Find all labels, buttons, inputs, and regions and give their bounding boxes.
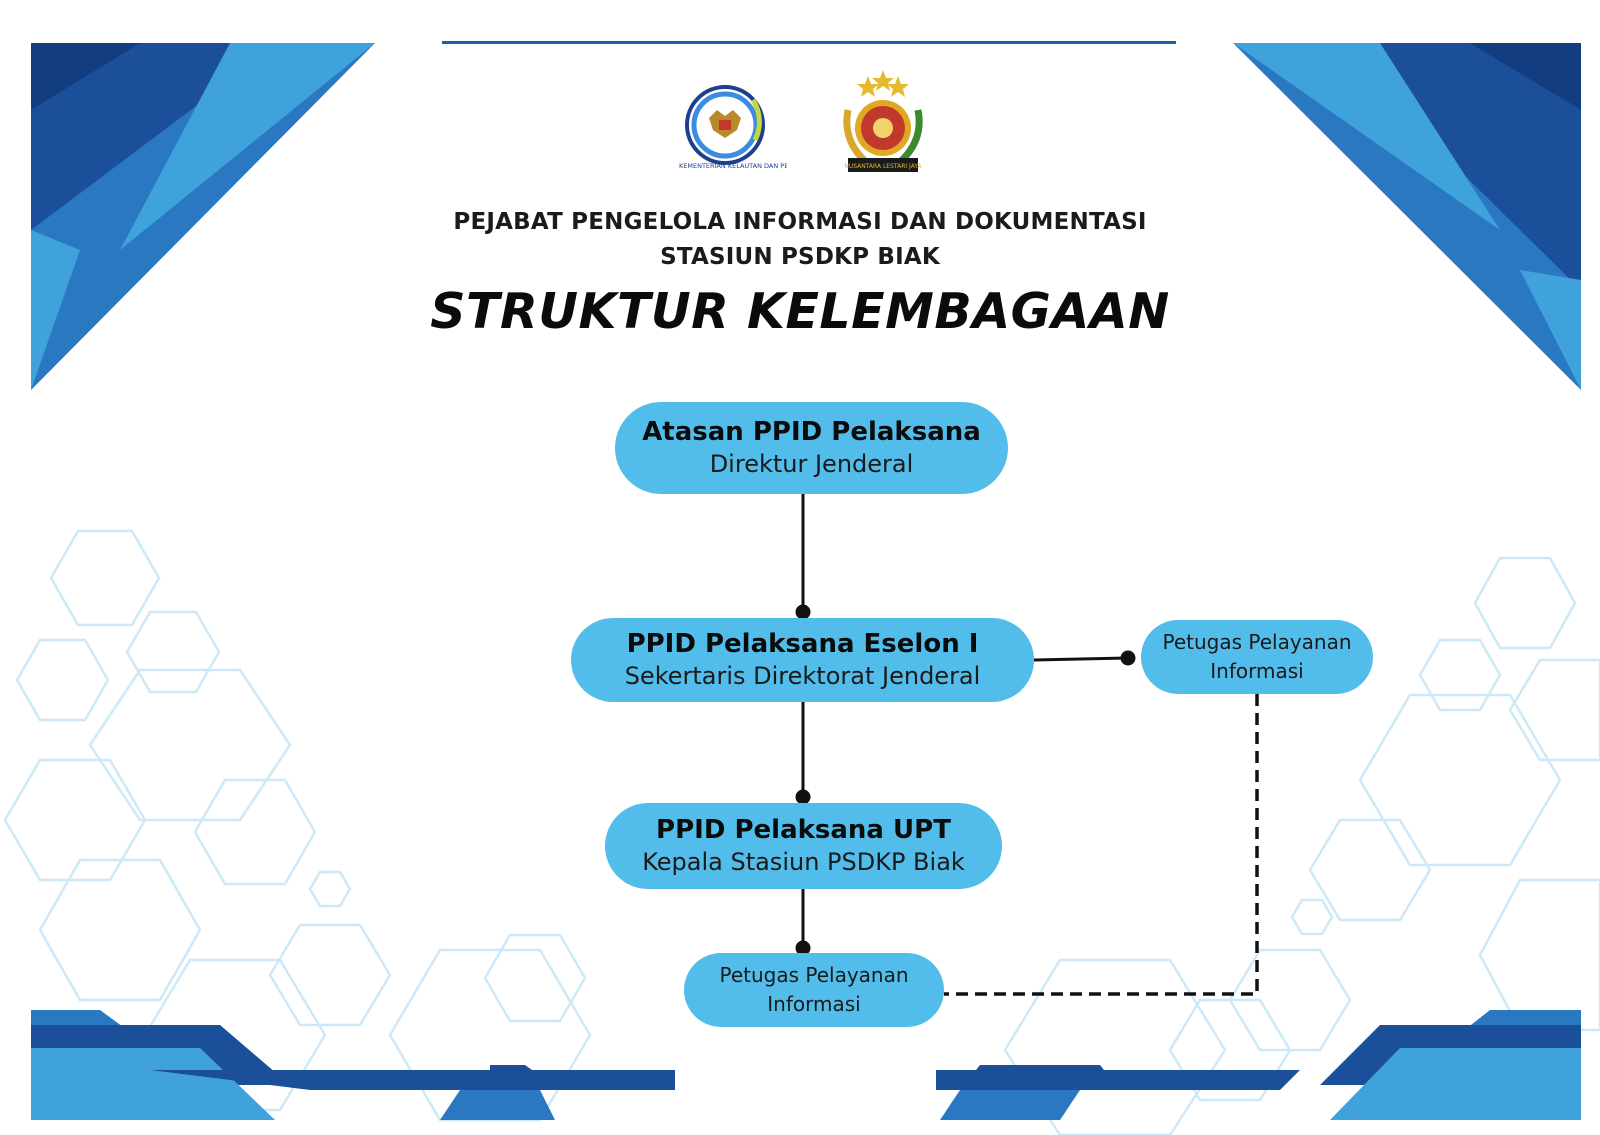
connector-dot-eselon: [795, 604, 811, 620]
corner-bottom-right: [936, 1010, 1581, 1120]
corner-bottom-left: [31, 1010, 675, 1120]
node-line-2: Informasi: [767, 992, 861, 1016]
hexagon-pattern-right: [1003, 556, 1600, 1135]
psdkp-logo-ribbon-text: NUSANTARA LESTARI JAYA: [844, 163, 922, 170]
connector-eselon-petugas: [1033, 656, 1128, 662]
node-atasan-ppid: Atasan PPID Pelaksana Direktur Jenderal: [615, 402, 1008, 494]
node-line-1: Petugas Pelayanan: [719, 963, 909, 987]
connectors: [795, 494, 1259, 996]
node-role: PPID Pelaksana Eselon I: [626, 629, 979, 659]
corner-top-left: [31, 43, 375, 390]
node-holder: Kepala Stasiun PSDKP Biak: [642, 848, 965, 876]
psdkp-logo: NUSANTARA LESTARI JAYA: [843, 70, 923, 172]
connector-dashed-petugas: [944, 694, 1259, 996]
header-rule: [442, 41, 1176, 44]
node-petugas-upt: Petugas Pelayanan Informasi: [684, 953, 944, 1027]
connector-dot-upt: [795, 789, 811, 805]
connector-dot-petugas-eselon: [1120, 650, 1136, 666]
node-line-2: Informasi: [1210, 659, 1304, 683]
node-ppid-upt: PPID Pelaksana UPT Kepala Stasiun PSDKP …: [605, 803, 1002, 889]
node-role: Atasan PPID Pelaksana: [642, 417, 981, 447]
node-holder: Direktur Jenderal: [709, 450, 914, 478]
subtitle-line-2: STASIUN PSDKP BIAK: [660, 244, 940, 270]
kkp-logo: KEMENTERIAN KELAUTAN DAN PERIKANAN: [679, 85, 787, 170]
subtitle-line-1: PEJABAT PENGELOLA INFORMASI DAN DOKUMENT…: [453, 209, 1147, 235]
page-title: STRUKTUR KELEMBAGAAN: [430, 283, 1170, 340]
node-ppid-eselon: PPID Pelaksana Eselon I Sekertaris Direk…: [571, 618, 1034, 702]
corner-top-right: [1233, 43, 1581, 390]
node-line-1: Petugas Pelayanan: [1162, 630, 1352, 654]
node-holder: Sekertaris Direktorat Jenderal: [624, 662, 981, 690]
node-petugas-eselon: Petugas Pelayanan Informasi: [1141, 620, 1373, 694]
node-role: PPID Pelaksana UPT: [656, 815, 951, 845]
kkp-logo-ring-text: KEMENTERIAN KELAUTAN DAN PERIKANAN: [679, 162, 787, 170]
hexagon-pattern-left: [3, 529, 592, 1122]
